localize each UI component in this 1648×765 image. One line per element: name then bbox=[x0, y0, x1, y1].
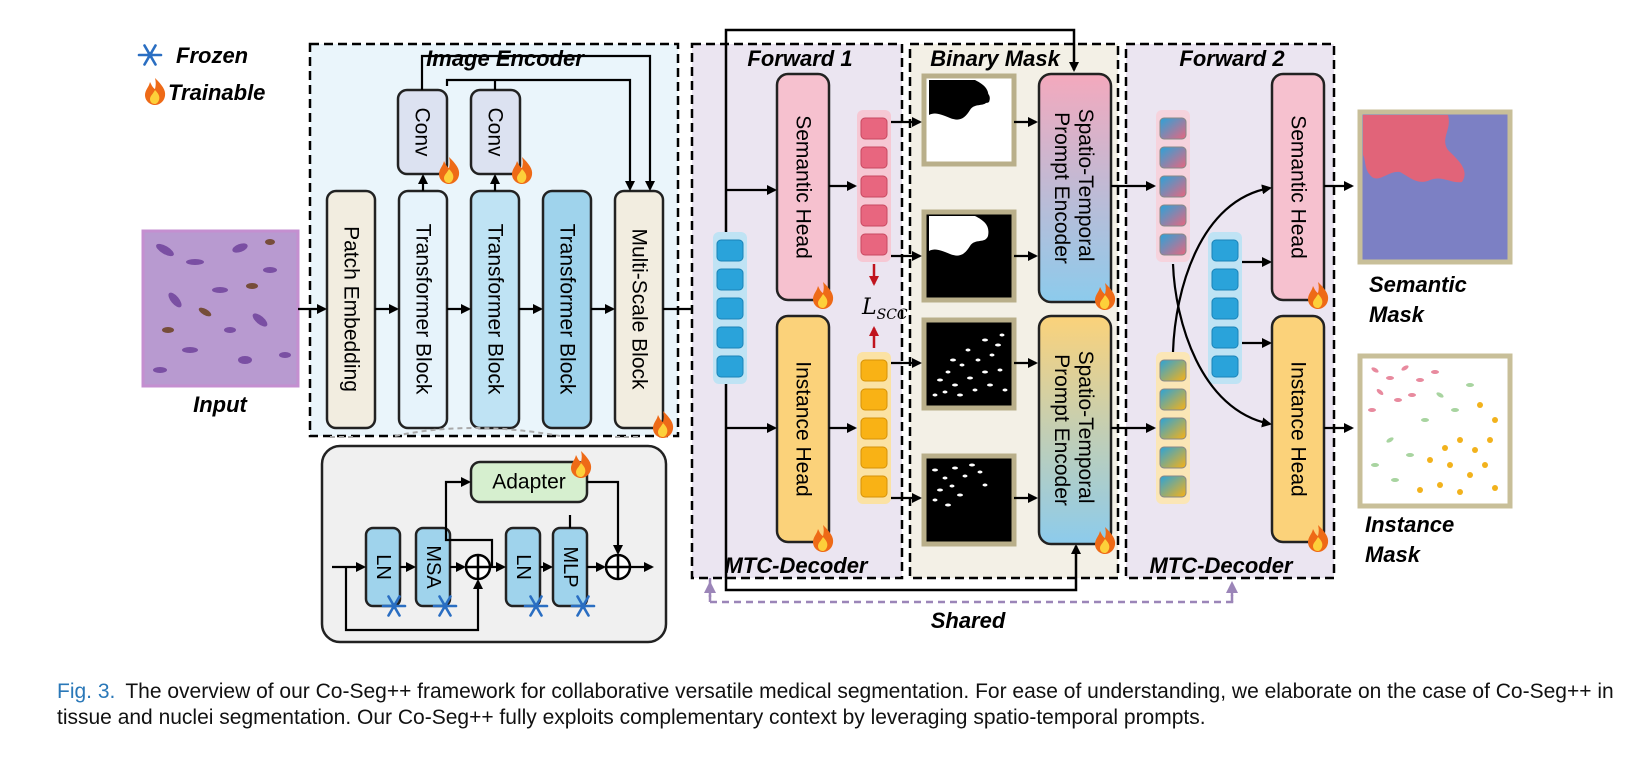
transformer-block-3: Transformer Block bbox=[541, 189, 593, 430]
input-label: Input bbox=[193, 392, 248, 417]
forward2-decoder-label: MTC-Decoder bbox=[1149, 553, 1293, 578]
mask-arrows bbox=[1014, 117, 1038, 503]
svg-text:Conv: Conv bbox=[484, 107, 507, 157]
ln-block-2: LN bbox=[504, 526, 542, 608]
binary-mask-4 bbox=[921, 453, 1017, 547]
plus-node-2 bbox=[604, 553, 632, 581]
svg-text:Semantic Head: Semantic Head bbox=[1287, 115, 1310, 259]
conv-block-1: Conv bbox=[396, 88, 449, 176]
prompt-tokens-instance bbox=[1156, 352, 1190, 504]
semantic-tokens-1 bbox=[857, 110, 891, 262]
prompt-encoder-semantic: Spatio-Temporal Prompt Encoder bbox=[1037, 72, 1113, 304]
legend-frozen: Frozen bbox=[176, 43, 248, 68]
prompt-encoder-instance: Spatio-Temporal Prompt Encoder bbox=[1037, 314, 1113, 546]
svg-text:Semantic Head: Semantic Head bbox=[792, 115, 815, 259]
forward2-semantic-head: Semantic Head bbox=[1270, 72, 1326, 302]
binary-mask-title: Binary Mask bbox=[930, 46, 1061, 71]
legend: Frozen Trainable bbox=[137, 43, 265, 105]
svg-text:Instance Head: Instance Head bbox=[792, 361, 815, 496]
instance-mask-label-1: Instance bbox=[1365, 512, 1454, 537]
ln-block-1: LN bbox=[364, 526, 402, 608]
loss-label: LSCC bbox=[861, 295, 908, 323]
prompt-tokens-semantic bbox=[1156, 110, 1190, 262]
svg-text:Instance Head: Instance Head bbox=[1287, 361, 1310, 496]
encoder-feature-tokens bbox=[713, 232, 747, 384]
forward2-title: Forward 2 bbox=[1179, 46, 1285, 71]
svg-text:Spatio-Temporal Prompt E: Spatio-Temporal Prompt Encoder bbox=[1050, 351, 1097, 510]
svg-text:LN: LN bbox=[372, 554, 394, 580]
forward1-semantic-head: Semantic Head bbox=[775, 72, 831, 302]
forward1-arrows bbox=[726, 117, 922, 503]
framework-diagram: Frozen Trainable Input Image E bbox=[137, 28, 1513, 644]
figure-number: Fig. 3. bbox=[57, 680, 116, 703]
feature-tokens-forward2 bbox=[1208, 232, 1242, 384]
forward1-decoder-label: MTC-Decoder bbox=[724, 553, 868, 578]
mlp-block: MLP bbox=[551, 526, 589, 608]
detail-arrows bbox=[332, 477, 654, 632]
plus-node-1 bbox=[464, 553, 492, 581]
forward1-instance-head: Instance Head bbox=[775, 314, 831, 544]
image-encoder-title: Image Encoder bbox=[426, 46, 585, 71]
loop-lines bbox=[724, 28, 1081, 592]
conv-block-2: Conv bbox=[469, 88, 522, 176]
transformer-block-2: Transformer Block bbox=[469, 189, 521, 430]
svg-text:Spatio-Temporal Prompt E: Spatio-Temporal Prompt Encoder bbox=[1050, 109, 1097, 268]
instance-mask-output bbox=[1357, 353, 1513, 509]
adapter-block: Adapter bbox=[469, 460, 589, 504]
flame-icon bbox=[145, 78, 166, 105]
shared-connector bbox=[704, 578, 1238, 604]
input-image bbox=[141, 229, 300, 388]
semantic-mask-output bbox=[1357, 109, 1513, 265]
binary-mask-3 bbox=[921, 317, 1017, 411]
instance-mask-label-2: Mask bbox=[1365, 542, 1422, 567]
svg-text:Patch Embedding: Patch Embedding bbox=[340, 226, 363, 392]
svg-text:Transformer Block: Transformer Block bbox=[412, 224, 435, 395]
svg-text:Conv: Conv bbox=[411, 107, 434, 157]
multi-scale-block: Multi-Scale Block bbox=[613, 189, 665, 430]
transformer-block-1: Transformer Block bbox=[397, 189, 449, 430]
svg-text:LN: LN bbox=[512, 554, 534, 580]
shared-label: Shared bbox=[931, 608, 1006, 633]
patch-embedding-block: Patch Embedding bbox=[325, 189, 377, 430]
caption-text: The overview of our Co-Seg++ framework f… bbox=[57, 680, 1614, 729]
semantic-mask-label-1: Semantic bbox=[1369, 272, 1467, 297]
forward2-arrows bbox=[1111, 181, 1354, 433]
svg-text:Multi-Scale Block: Multi-Scale Block bbox=[628, 228, 651, 390]
svg-text:Adapter: Adapter bbox=[492, 471, 566, 494]
figure-caption: Fig. 3.The overview of our Co-Seg++ fram… bbox=[57, 679, 1617, 731]
forward2-instance-head: Instance Head bbox=[1270, 314, 1326, 544]
legend-trainable: Trainable bbox=[168, 80, 265, 105]
snowflake-icon bbox=[137, 44, 163, 66]
svg-text:Transformer Block: Transformer Block bbox=[556, 224, 579, 395]
binary-mask-2 bbox=[921, 209, 1017, 303]
svg-text:MSA: MSA bbox=[422, 545, 444, 589]
svg-text:Transformer Block: Transformer Block bbox=[484, 224, 507, 395]
forward1-title: Forward 1 bbox=[747, 46, 852, 71]
svg-text:MLP: MLP bbox=[559, 546, 581, 587]
semantic-mask-label-2: Mask bbox=[1369, 302, 1426, 327]
instance-tokens-1 bbox=[857, 352, 891, 504]
binary-mask-1 bbox=[921, 73, 1017, 167]
